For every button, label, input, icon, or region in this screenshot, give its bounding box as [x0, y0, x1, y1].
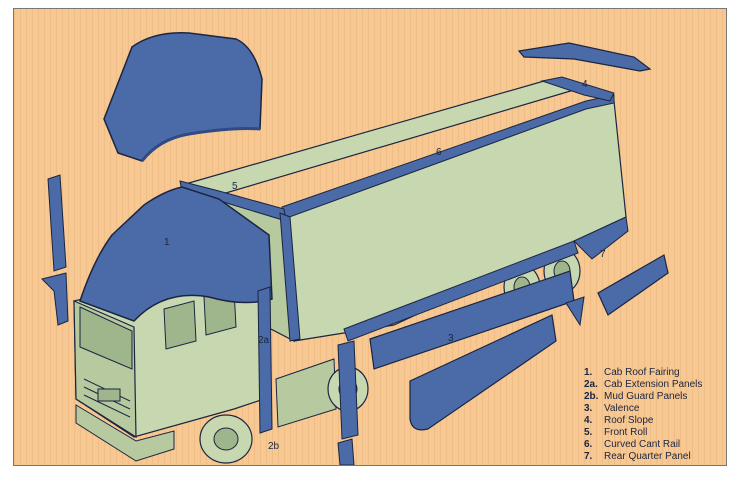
- legend-text-2b: Mud Guard Panels: [604, 391, 687, 402]
- cab-wheel: [200, 415, 252, 463]
- legend-text-7: Rear Quarter Panel: [604, 451, 691, 462]
- legend-num-7: 7.: [584, 451, 593, 462]
- legend-text-3: Valence: [604, 403, 640, 414]
- cab-door-window: [164, 301, 196, 349]
- callout-1: 1: [164, 237, 170, 248]
- legend-num-4: 4.: [584, 415, 593, 426]
- callout-6: 6: [436, 147, 442, 158]
- legend-num-3: 3.: [584, 403, 593, 414]
- legend-num-1: 1.: [584, 367, 593, 378]
- legend-num-2b: 2b.: [584, 391, 599, 402]
- legend-text-5: Front Roll: [604, 427, 647, 438]
- callout-2a: 2a: [258, 335, 270, 346]
- legend-text-2a: Cab Extension Panels: [604, 379, 702, 390]
- callout-4: 4: [582, 79, 588, 90]
- callout-2b: 2b: [268, 441, 280, 452]
- truck-aerodynamic-kit-diagram: 1 2a 2b 3 4 5 6 7 1. Cab Roof Fairing 2a…: [14, 9, 726, 465]
- legend-num-5: 5.: [584, 427, 593, 438]
- callout-3: 3: [448, 333, 454, 344]
- legend-text-4: Roof Slope: [604, 415, 654, 426]
- legend-num-6: 6.: [584, 439, 593, 450]
- callout-5: 5: [232, 181, 238, 192]
- callout-7: 7: [600, 249, 606, 260]
- legend-text-6: Curved Cant Rail: [604, 439, 680, 450]
- mud-guard-panel-exploded: [338, 439, 354, 465]
- cab-extension-panel: [258, 287, 272, 433]
- diagram-frame: 1 2a 2b 3 4 5 6 7 1. Cab Roof Fairing 2a…: [13, 8, 727, 466]
- legend-num-2a: 2a.: [584, 379, 598, 390]
- mud-guard-panel: [338, 341, 358, 439]
- legend-text-1: Cab Roof Fairing: [604, 367, 680, 378]
